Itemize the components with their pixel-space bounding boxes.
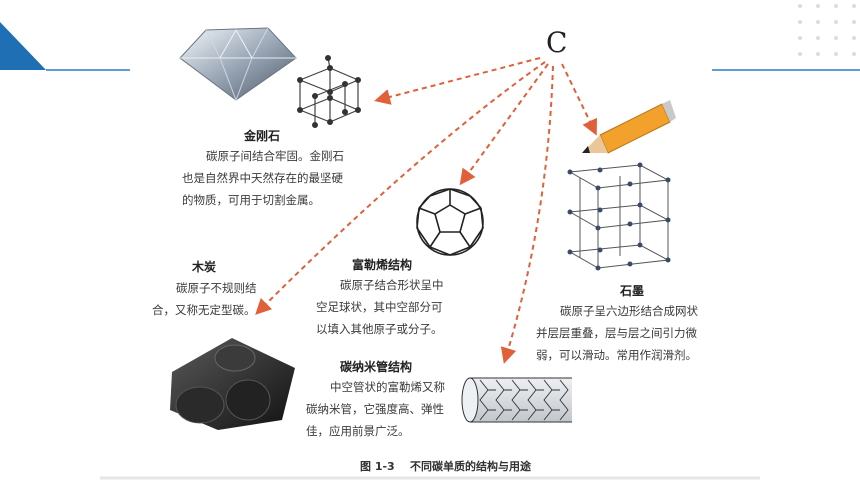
diamond-description: 碳原子间结合牢固。金刚石 也是自然界中天然存在的最坚硬 的物质，可用于切割金属。 [182,145,382,211]
dot-grid-decoration [798,4,856,56]
fullerene-line-1: 碳原子结合形状呈中 [340,278,444,292]
graphite-title: 石墨 [620,284,645,298]
arrow-to-fullerene [459,63,549,186]
fullerene-title: 富勒烯结构 [352,258,413,272]
graphite-layers-icon [568,164,670,269]
diamond-gem-icon [179,27,297,102]
nanotube-description: 中空管状的富勒烯又称 碳纳米管，它强度高、弹性 佳，应用前景广泛。 [306,376,476,442]
arrow-to-nanotube [500,65,554,364]
figure-caption: 图 1-3 不同碳单质的结构与用途 [360,460,532,473]
charcoal-line-1: 碳原子不规则结 [176,281,257,295]
nanotube-icon [461,377,572,423]
graphite-line-1: 碳原子呈六边形结合成网状 [560,304,698,318]
corner-triangle-decoration [0,22,46,70]
arrow-to-diamond [374,57,541,105]
graphite-line-3: 弱，可以滑动。常用作润滑剂。 [536,348,697,362]
charcoal-title: 木炭 [192,260,217,274]
arrow-to-graphite [561,63,597,136]
graphite-description: 碳原子呈六边形结合成网状 并层层重叠，层与层之间引力微 弱，可以滑动。常用作润滑… [536,300,726,366]
diamond-line-2: 也是自然界中天然存在的最坚硬 [182,171,343,185]
fullerene-ball-icon [416,188,484,256]
charcoal-description: 碳原子不规则结 合，又称无定型碳。 [152,277,292,321]
nanotube-line-2: 碳纳米管，它强度高、弹性 [306,402,444,416]
fullerene-line-2: 空足球状，其中空部分可 [316,300,443,314]
nanotube-line-1: 中空管状的富勒烯又称 [330,380,445,394]
charcoal-line-2: 合，又称无定型碳。 [152,303,256,317]
diamond-line-3: 的物质，可用于切割金属。 [182,193,320,207]
carbon-symbol: C [546,26,568,59]
graphite-layer-atoms [567,162,671,271]
diamond-title: 金刚石 [244,129,281,143]
pencil-icon [582,100,676,154]
diamond-lattice-atoms [297,55,361,128]
arrow-to-charcoal [255,61,546,315]
nanotube-line-3: 佳，应用前景广泛。 [306,424,410,438]
charcoal-icon [170,338,295,430]
graphite-line-2: 并层层重叠，层与层之间引力微 [536,326,697,340]
fullerene-description: 碳原子结合形状呈中 空足球状，其中空部分可 以填入其他原子或分子。 [316,274,476,340]
diamond-line-1: 碳原子间结合牢固。金刚石 [206,149,344,163]
nanotube-title: 碳纳米管结构 [340,360,413,374]
fullerene-line-3: 以填入其他原子或分子。 [316,322,443,336]
